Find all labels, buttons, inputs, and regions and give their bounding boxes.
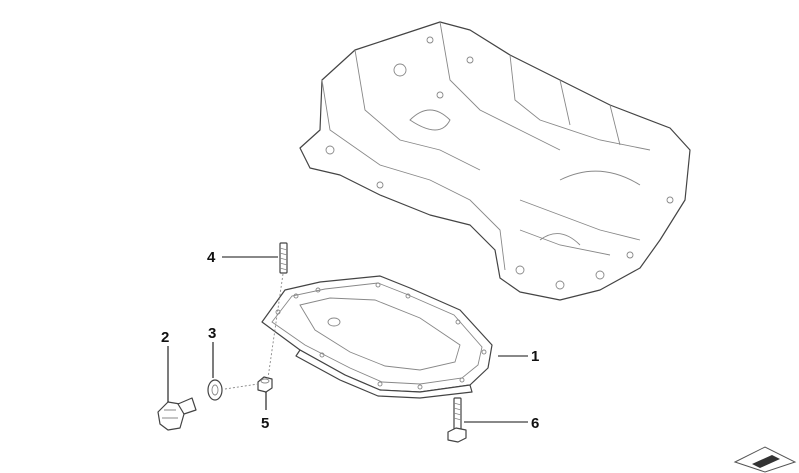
callout-5: 5 xyxy=(261,415,269,432)
drain-plug xyxy=(157,397,197,431)
callout-2: 2 xyxy=(161,329,169,346)
callout-6: 6 xyxy=(531,415,539,432)
nut xyxy=(257,376,273,393)
washer xyxy=(207,379,223,401)
oil-pan xyxy=(261,275,493,399)
callout-4: 4 xyxy=(207,249,216,266)
reference-arrow-icon xyxy=(733,446,797,473)
callout-3: 3 xyxy=(208,325,216,342)
stud xyxy=(279,242,288,274)
leader-lines xyxy=(167,256,528,423)
engine-block xyxy=(299,21,691,301)
callout-1: 1 xyxy=(531,348,539,365)
bolt xyxy=(447,397,467,443)
